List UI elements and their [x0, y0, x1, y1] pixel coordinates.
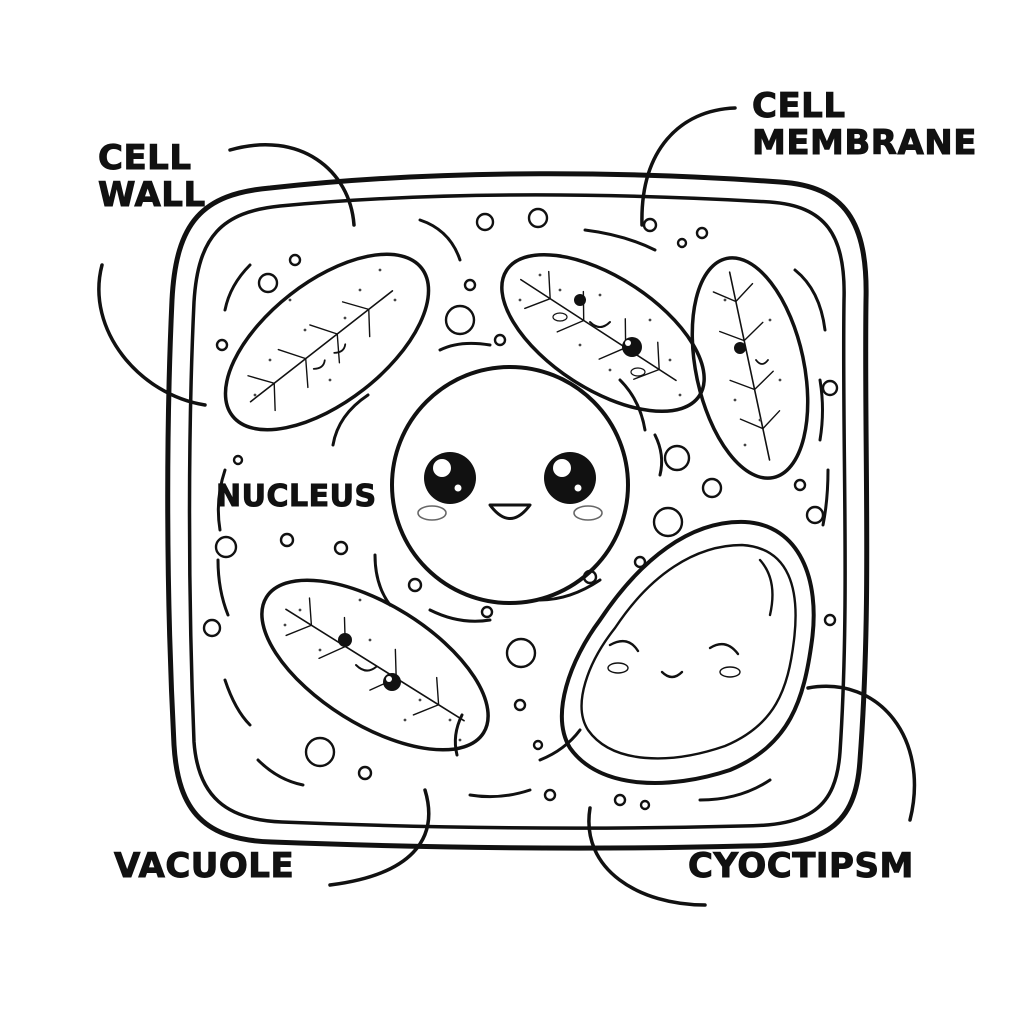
cell-wall-outline: [165, 171, 870, 851]
cytoplasm-granules: [202, 207, 839, 811]
cell-wall-leader-top: [228, 143, 356, 227]
cytoplasm-leader-right: [806, 684, 917, 822]
label-cell-membrane: CELL MEMBRANE: [752, 86, 977, 164]
cytoplasm-streaks: [216, 218, 830, 802]
vacuole-leader: [328, 788, 431, 887]
label-cytoplasm: CYOCTIPSM: [688, 846, 914, 886]
label-cell-wall: CELL WALL: [98, 138, 206, 216]
vacuole-shape: [560, 519, 816, 785]
chloroplast-top-right: [690, 256, 810, 480]
cell-membrane-leader: [640, 106, 737, 227]
nucleus-shape: [390, 365, 630, 605]
chloroplast-stipple: [253, 268, 782, 742]
chloroplast-bottom-left: [260, 578, 490, 752]
label-vacuole: VACUOLE: [113, 846, 295, 886]
cytoplasm-leader-bottom: [587, 806, 707, 907]
cell-wall-leader-left: [97, 263, 207, 407]
nucleus-face: [417, 452, 603, 521]
cell-membrane-outline: [187, 193, 847, 830]
chloroplast-top-left: [223, 252, 431, 432]
label-nucleus: NUCLEUS: [216, 479, 377, 514]
